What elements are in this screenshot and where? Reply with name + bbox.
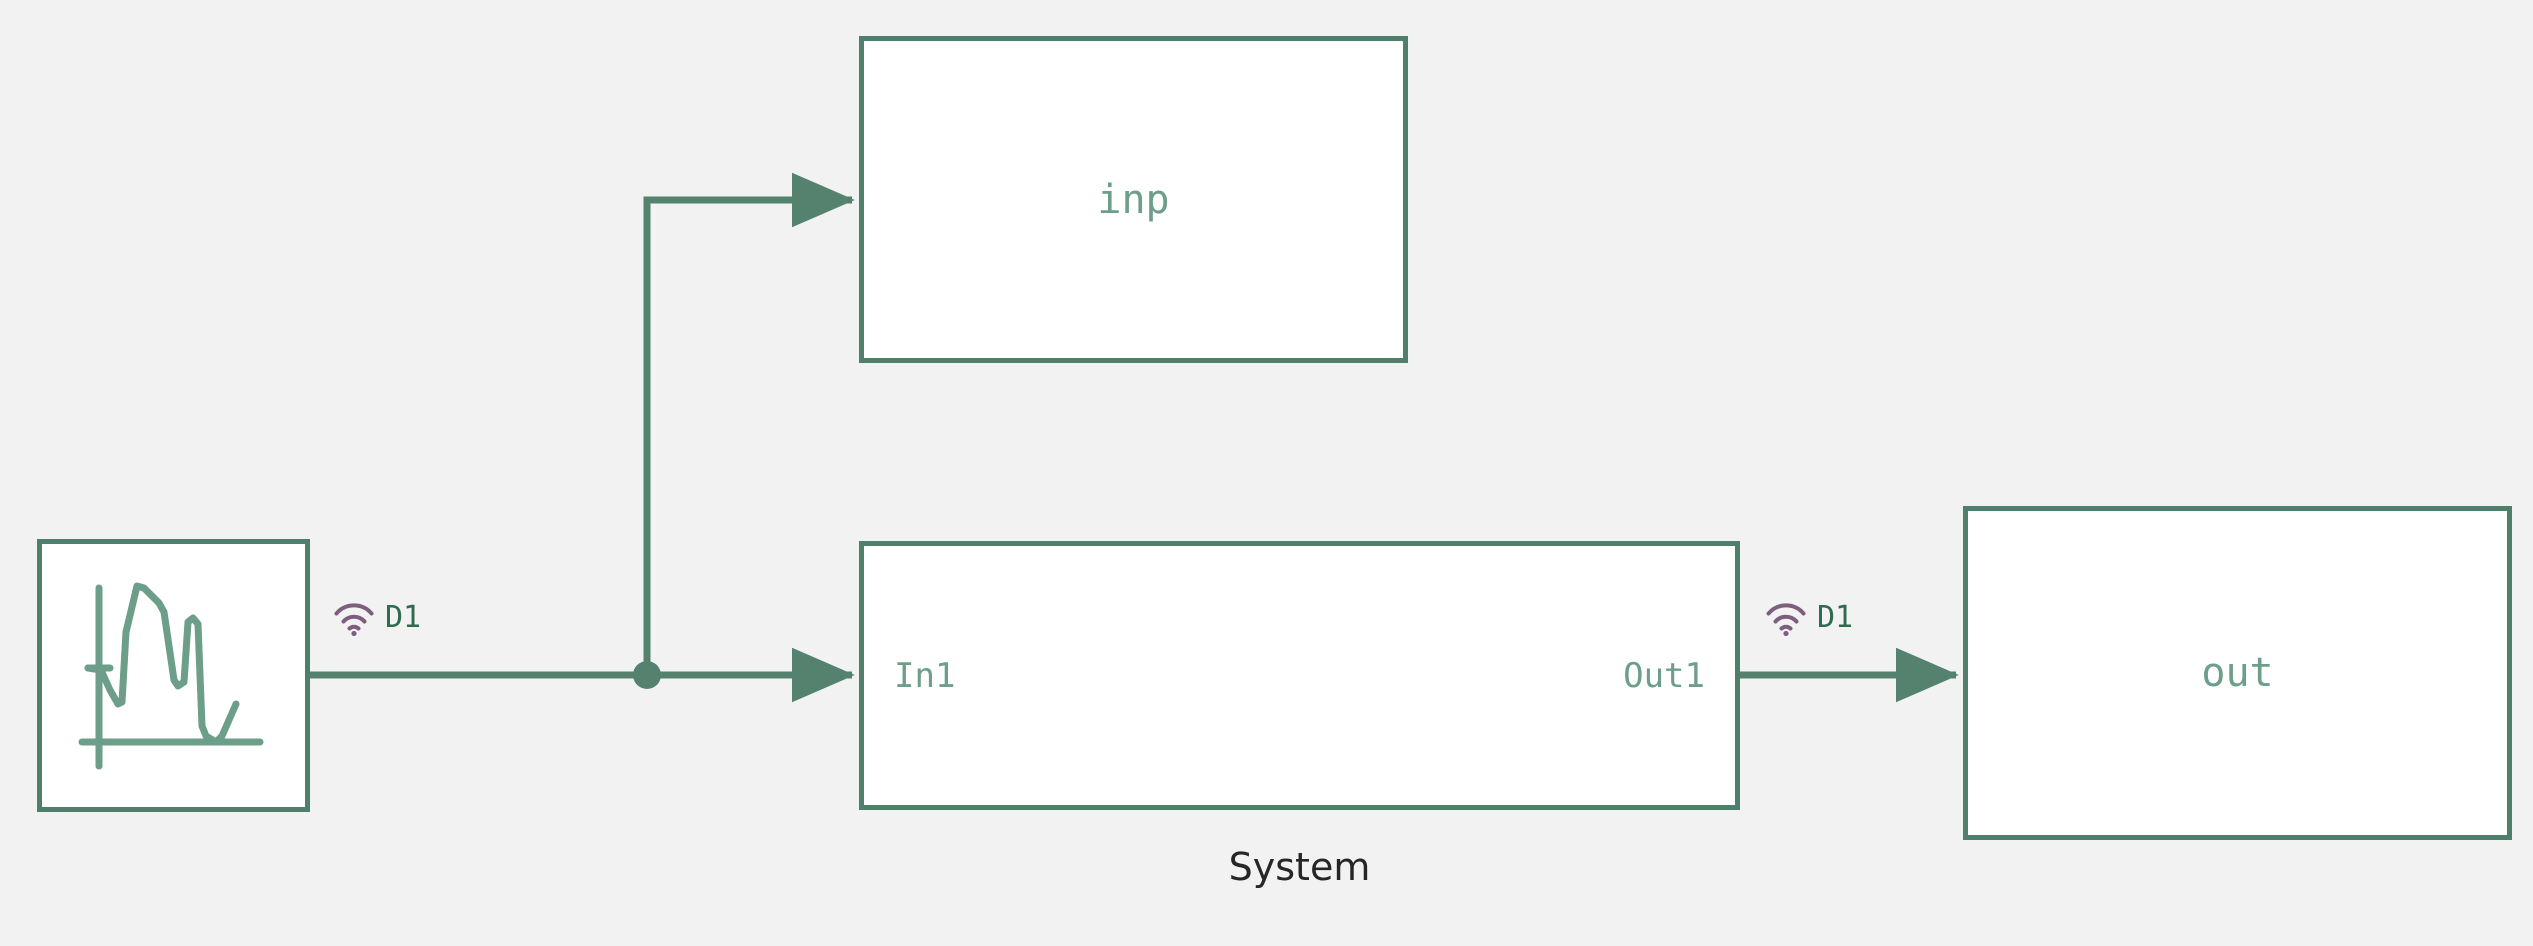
inp-block[interactable]: inp	[859, 36, 1408, 363]
system-out-port-label: Out1	[1623, 655, 1705, 696]
waveform-icon	[78, 582, 263, 769]
signal-label-d1: D1	[1817, 600, 1854, 635]
system-block[interactable]: In1 Out1	[859, 541, 1740, 810]
out-block[interactable]: out	[1963, 506, 2512, 840]
signal-source-block[interactable]	[37, 539, 310, 812]
inp-block-label: inp	[1097, 176, 1170, 223]
signal-annotation-d1-source[interactable]: D1	[333, 600, 421, 636]
wire-junction-to-inp	[643, 172, 855, 675]
signal-label-d1: D1	[385, 600, 422, 635]
wifi-icon	[1766, 603, 1806, 636]
wire-junction-dot[interactable]	[633, 661, 661, 689]
wifi-icon	[334, 603, 374, 636]
system-in-port-label: In1	[894, 655, 956, 696]
signal-annotation-d1-system-out[interactable]: D1	[1765, 600, 1853, 636]
system-block-caption: System	[1228, 845, 1371, 889]
out-block-label: out	[2201, 650, 2274, 696]
